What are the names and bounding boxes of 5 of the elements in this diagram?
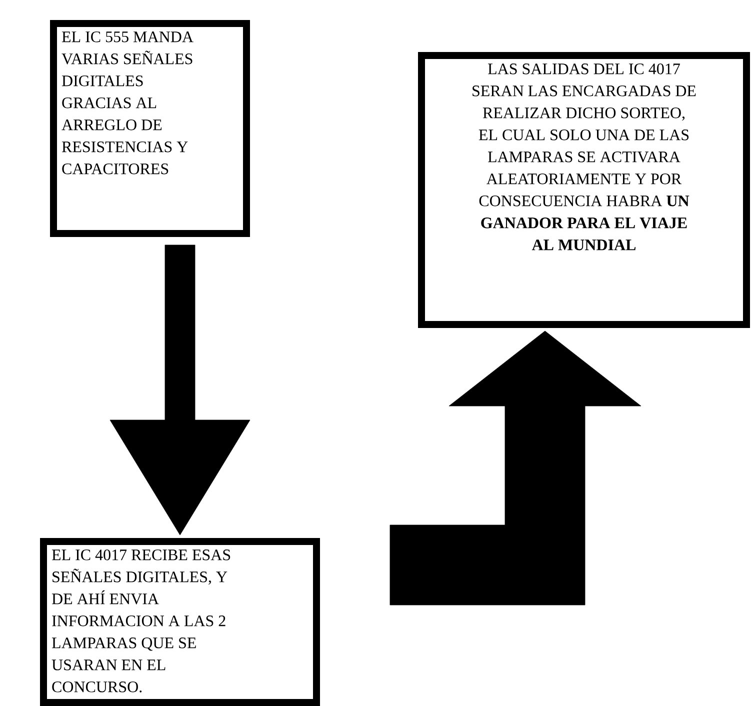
text-box: EL IC 555 MANDA VARIAS SEÑALES DIGITALES GRACIAS AL ARREGLO DE RESISTENCIAS Y CAPACITORES [50,20,250,237]
text-box: EL IC 4017 RECIBE ESAS SEÑALES DIGITALES, Y DE AHÍ ENVIA INFORMACION A LAS 2 LAMPARAS QUE SE USARAN EN EL CONCURSO. [40,538,320,706]
block-arrow [110,244,250,536]
text-box: LAS SALIDAS DEL IC 4017 SERAN LAS ENCARGADAS DE REALIZAR DICHO SORTEO, EL CUAL SOLO UNA DE LAS LAMPARAS SE ACTIVARA ALEATORIAMENTE Y POR CONSECUENCIA HABRA UN GANADOR PARA EL VIAJE AL MUNDIAL [418,52,750,328]
block-arrow [390,330,642,606]
